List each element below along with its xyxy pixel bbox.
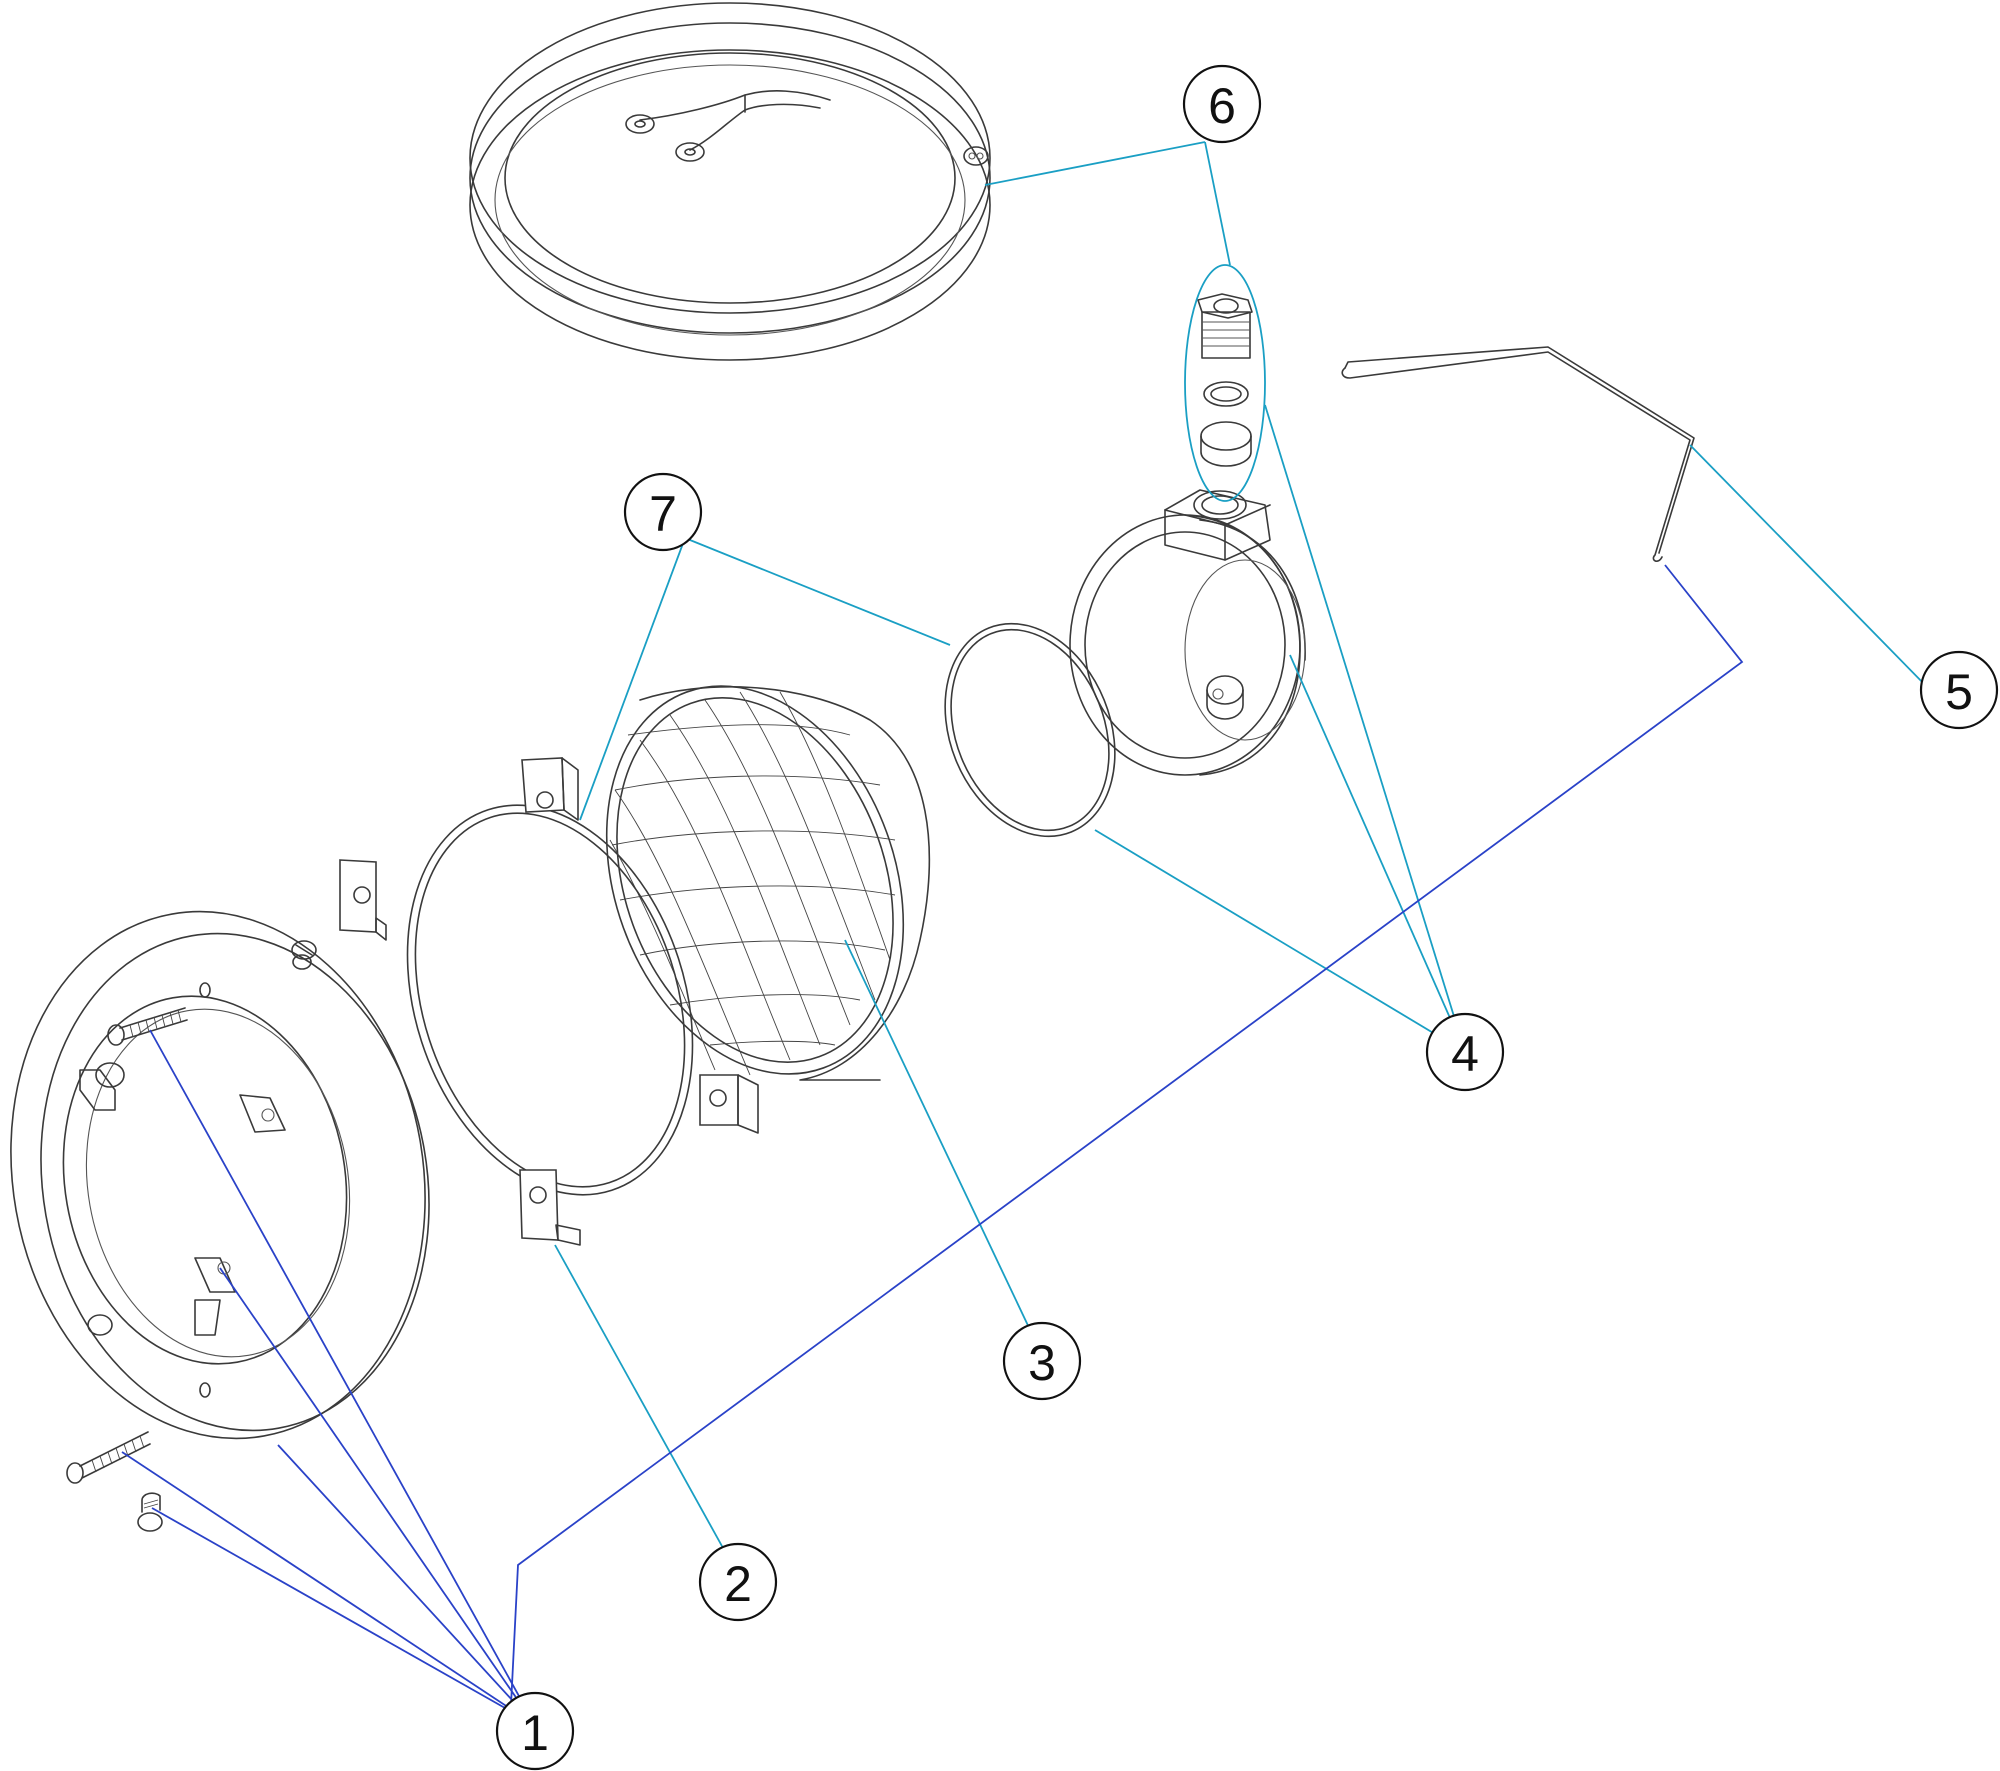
callout-5-label: 5	[1945, 664, 1973, 720]
part-6-ring-cable	[469, 2, 991, 361]
screw-long-top	[107, 1007, 188, 1046]
part-6-cable-gland	[1197, 293, 1253, 467]
callout-7-label: 7	[649, 486, 677, 542]
part-1-front-bezel	[10, 910, 430, 1532]
part-4-housing	[1069, 489, 1306, 776]
callout-6: 6	[1182, 64, 1262, 144]
screw-long-bottom	[66, 1431, 151, 1484]
callout-5: 5	[1919, 650, 1999, 730]
callout-7: 7	[623, 472, 703, 552]
callout-1: 1	[495, 1691, 575, 1771]
part-2-retaining-ring	[291, 757, 759, 1246]
callout-4: 4	[1425, 1012, 1505, 1092]
callout-1-label: 1	[521, 1705, 549, 1761]
callout-3: 3	[1002, 1321, 1082, 1401]
callout-4-label: 4	[1451, 1026, 1479, 1082]
callout-2-label: 2	[724, 1556, 752, 1612]
callout-3-label: 3	[1028, 1335, 1056, 1391]
callout-2: 2	[698, 1542, 778, 1622]
lamp-lens-grid	[609, 691, 896, 1076]
leader-lines	[121, 141, 1931, 1726]
part-3-lamp	[605, 685, 931, 1081]
part-5-wire-clip	[1341, 346, 1695, 562]
part-7-o-ring	[944, 622, 1116, 838]
screw-grub	[137, 1492, 163, 1532]
callout-6-label: 6	[1208, 78, 1236, 134]
